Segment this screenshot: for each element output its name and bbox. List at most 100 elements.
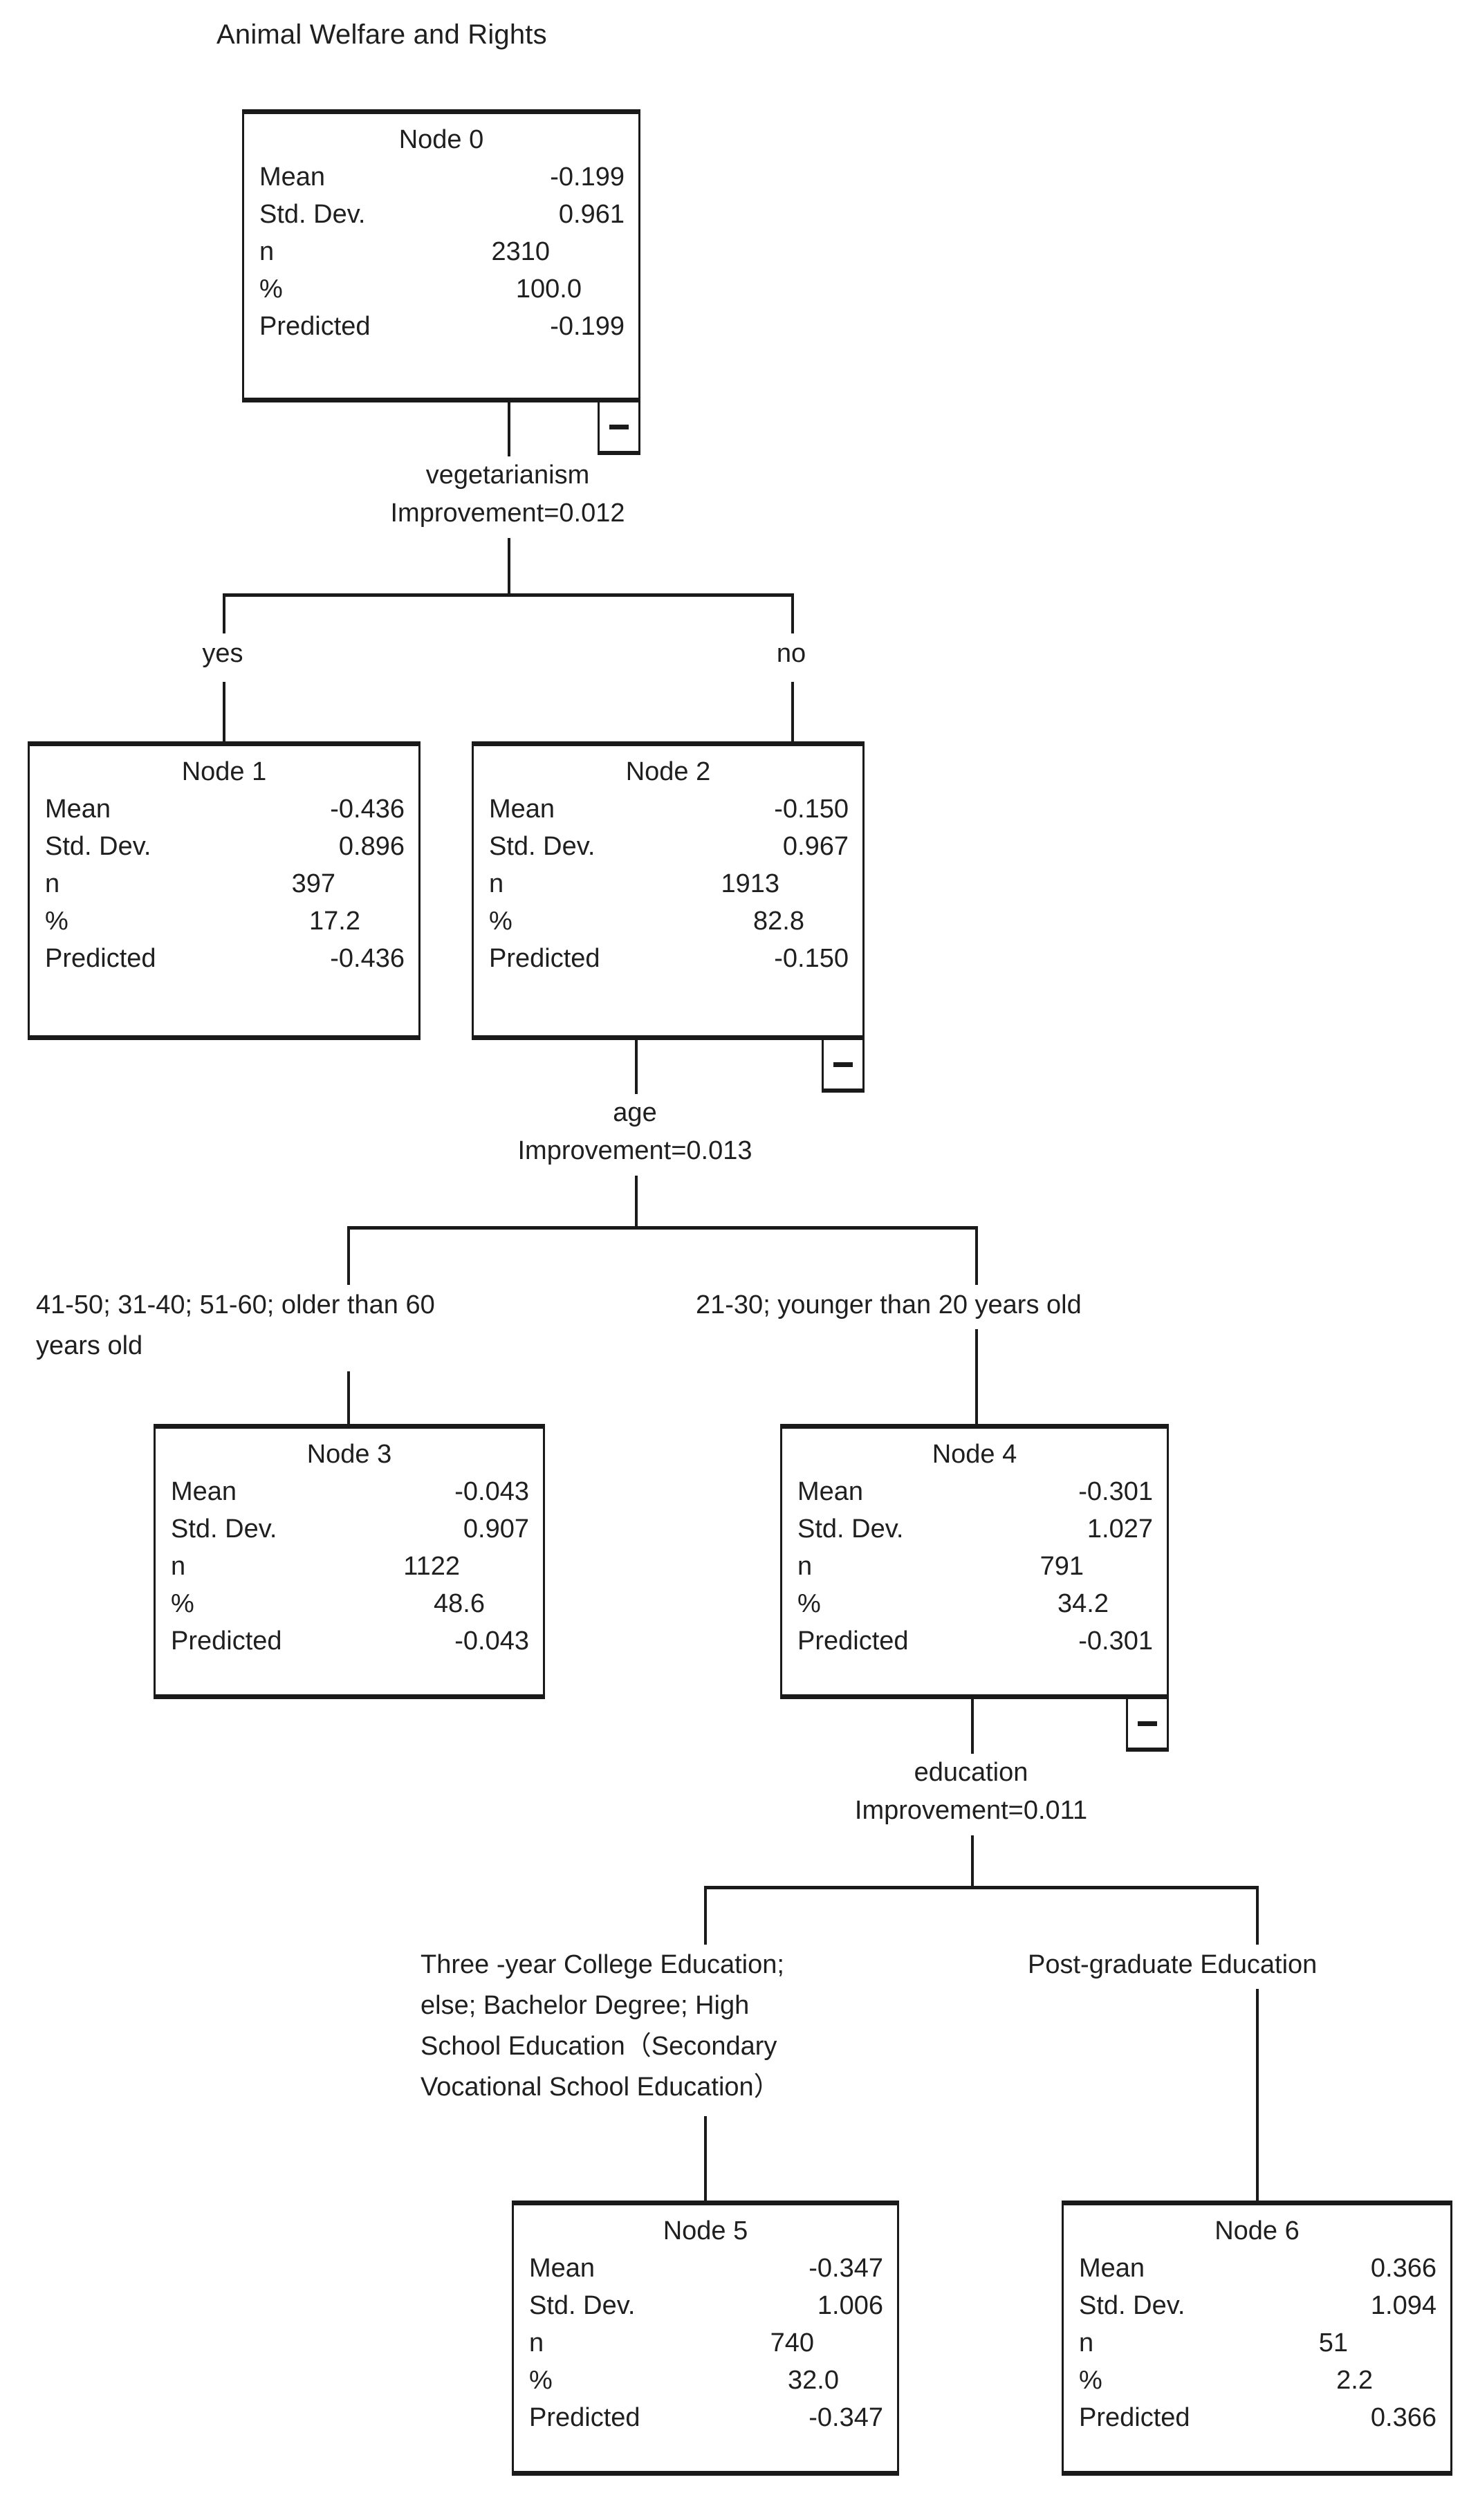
node-5-predicted-value: -0.347 [809, 2402, 883, 2432]
node-box-0[interactable]: Node 0 Mean -0.199 Std. Dev. 0.961 n 231… [242, 109, 640, 402]
branch-label-education-left-line4: Vocational School Education） [421, 2072, 780, 2102]
node-2-predicted-value: -0.150 [774, 943, 849, 973]
connector-split2-left-drop [347, 1226, 350, 1293]
branch-label-education-left: Three -year College Education; else; Bac… [421, 1945, 988, 2108]
row-label-predicted: Predicted [489, 943, 600, 973]
node-3-row-mean: Mean -0.043 [171, 1474, 529, 1511]
node-5-row-predicted: Predicted -0.347 [529, 2400, 883, 2437]
node-0-row-mean: Mean -0.199 [259, 159, 625, 196]
node-4-n-value: 791 [1040, 1551, 1084, 1581]
node-5-row-mean: Mean -0.347 [529, 2250, 883, 2288]
row-label-percent: % [1079, 2365, 1102, 2395]
node-0-row-predicted: Predicted -0.199 [259, 308, 625, 346]
node-4-collapse-button[interactable] [1126, 1699, 1169, 1752]
connector-node6-stem [1256, 1989, 1259, 2202]
node-5-n-value: 740 [770, 2328, 814, 2357]
node-0-collapse-button[interactable] [598, 402, 640, 455]
row-label-mean: Mean [489, 795, 555, 824]
node-4-row-stddev: Std. Dev. 1.027 [797, 1511, 1153, 1548]
node-2-row-stddev: Std. Dev. 0.967 [489, 828, 849, 866]
node-0-stddev-value: 0.961 [558, 199, 625, 229]
node-box-4[interactable]: Node 4 Mean -0.301 Std. Dev. 1.027 n 791… [780, 1424, 1169, 1699]
node-box-3[interactable]: Node 3 Mean -0.043 Std. Dev. 0.907 n 112… [154, 1424, 545, 1699]
row-label-stddev: Std. Dev. [259, 199, 366, 229]
row-label-n: n [259, 237, 275, 266]
row-label-mean: Mean [171, 1477, 237, 1506]
node-2-title: Node 2 [625, 757, 711, 786]
minus-icon [609, 424, 629, 429]
row-label-percent: % [797, 1588, 821, 1618]
connector-split1-right-drop [791, 593, 794, 640]
row-label-stddev: Std. Dev. [1079, 2290, 1185, 2320]
node-5-row-percent: % 32.0 [529, 2362, 883, 2400]
node-4-percent-value: 34.2 [1057, 1588, 1109, 1618]
connector-split1-bus [223, 593, 794, 597]
connector-node3-stem [347, 1371, 350, 1425]
split-label-vegetarianism: vegetarianism Improvement=0.012 [300, 456, 715, 533]
connector-node1-stem [223, 682, 225, 741]
connector-node5-stem [704, 2116, 707, 2202]
connector-node4-stem [975, 1329, 978, 1425]
branch-label-education-left-line2: else; Bachelor Degree; High [421, 1990, 750, 2020]
branch-label-no: no [722, 633, 860, 674]
node-2-row-mean: Mean -0.150 [489, 791, 849, 828]
node-5-stats: Mean -0.347 Std. Dev. 1.006 n 740 % 32.0… [514, 2250, 897, 2437]
minus-icon [1138, 1721, 1157, 1726]
node-5-row-stddev: Std. Dev. 1.006 [529, 2288, 883, 2325]
row-label-n: n [171, 1551, 186, 1581]
node-box-1[interactable]: Node 1 Mean -0.436 Std. Dev. 0.896 n 397… [28, 741, 421, 1040]
branch-label-age-right: 21-30; younger than 20 years old [696, 1285, 1249, 1326]
node-3-row-percent: % 48.6 [171, 1586, 529, 1623]
node-2-row-n: n 1913 [489, 866, 849, 903]
node-3-mean-value: -0.043 [454, 1477, 529, 1506]
node-4-mean-value: -0.301 [1078, 1477, 1153, 1506]
connector-split2-bus [347, 1226, 978, 1230]
node-3-title: Node 3 [306, 1440, 392, 1469]
node-box-6[interactable]: Node 6 Mean 0.366 Std. Dev. 1.094 n 51 %… [1062, 2201, 1452, 2476]
connector-split3-right-drop [1256, 1886, 1259, 1952]
row-label-mean: Mean [529, 2254, 595, 2283]
node-0-row-percent: % 100.0 [259, 271, 625, 308]
node-1-percent-value: 17.2 [309, 906, 360, 936]
connector-split3-bus [704, 1886, 1257, 1889]
node-0-predicted-value: -0.199 [550, 311, 625, 341]
node-2-percent-value: 82.8 [753, 906, 804, 936]
node-2-row-predicted: Predicted -0.150 [489, 941, 849, 978]
row-label-mean: Mean [259, 163, 326, 192]
node-6-row-predicted: Predicted 0.366 [1079, 2400, 1436, 2437]
connector-node4-stem-down [971, 1699, 974, 1757]
split-variable-vegetarianism: vegetarianism [425, 461, 590, 490]
node-2-n-value: 1913 [721, 869, 779, 898]
row-label-mean: Mean [1079, 2254, 1145, 2283]
node-6-title: Node 6 [1214, 2216, 1300, 2245]
node-6-row-mean: Mean 0.366 [1079, 2250, 1436, 2288]
node-box-5[interactable]: Node 5 Mean -0.347 Std. Dev. 1.006 n 740… [512, 2201, 899, 2476]
split-variable-education: education [914, 1758, 1028, 1787]
branch-label-education-left-line3: School Education（Secondary [421, 2031, 777, 2061]
node-3-stddev-value: 0.907 [463, 1514, 529, 1544]
connector-split1-left-drop [223, 593, 225, 640]
node-5-row-n: n 740 [529, 2325, 883, 2362]
row-label-mean: Mean [45, 795, 111, 824]
node-box-2[interactable]: Node 2 Mean -0.150 Std. Dev. 0.967 n 191… [472, 741, 865, 1040]
node-1-predicted-value: -0.436 [330, 943, 405, 973]
node-3-predicted-value: -0.043 [454, 1626, 529, 1656]
node-4-row-percent: % 34.2 [797, 1586, 1153, 1623]
node-6-stddev-value: 1.094 [1370, 2290, 1436, 2320]
connector-node2-stem [791, 682, 794, 741]
branch-label-age-left-line2: years old [36, 1331, 143, 1360]
split-label-education: education Improvement=0.011 [764, 1754, 1179, 1831]
row-label-n: n [797, 1551, 813, 1581]
row-label-predicted: Predicted [171, 1626, 282, 1656]
branch-label-yes: yes [154, 633, 292, 674]
row-label-predicted: Predicted [529, 2402, 640, 2432]
node-1-row-predicted: Predicted -0.436 [45, 941, 405, 978]
row-label-predicted: Predicted [797, 1626, 909, 1656]
split-label-age: age Improvement=0.013 [427, 1094, 842, 1171]
node-2-collapse-button[interactable] [822, 1040, 865, 1093]
node-6-n-value: 51 [1318, 2328, 1348, 2357]
node-6-predicted-value: 0.366 [1370, 2402, 1436, 2432]
row-label-n: n [45, 869, 60, 898]
connector-split1-stem [508, 538, 510, 595]
connector-split2-stem [635, 1176, 638, 1230]
